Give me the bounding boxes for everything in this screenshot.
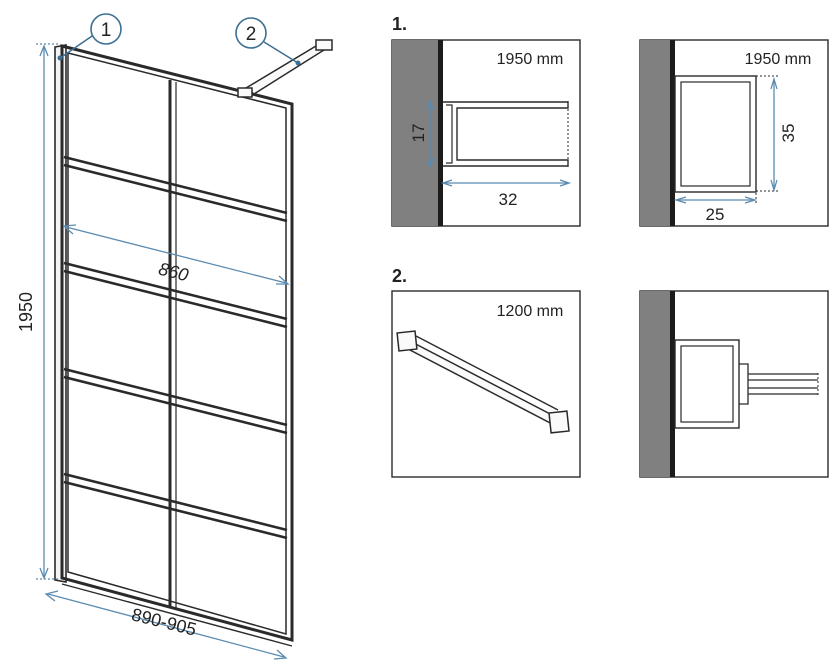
panel-crossbars [63,155,288,540]
detail-1-right: 35 25 1950 mm [639,39,829,227]
callout-1-label: 1 [101,20,112,41]
panel-inner-frame [67,52,287,635]
callout-2-label: 2 [246,24,257,45]
callout-1: 1 [57,13,122,61]
detail-1-left: 17 32 1950 mm [391,39,581,227]
detail-1-left-length: 1950 mm [497,51,564,68]
inner-width-value: 860 [157,259,191,286]
panel-outer-frame [60,44,294,642]
height-value: 1950 [16,292,36,332]
section-2-label: 2. [392,266,407,286]
detail-2-right [639,290,829,478]
outer-width-dimension: 890-905 [44,590,288,660]
section-1-label: 1. [392,14,407,34]
detail-1-left-height: 17 [409,124,428,143]
glass-panel [54,44,294,647]
detail-1-right-length: 1950 mm [745,51,812,68]
height-dimension: 1950 [16,43,58,580]
detail-2-left: 1200 mm [391,290,581,478]
callout-2: 2 [235,17,301,66]
detail-1-right-depth: 25 [706,205,725,224]
detail-2-left-length: 1200 mm [497,303,564,320]
detail-1-left-depth: 32 [499,190,518,209]
detail-1-right-height: 35 [779,124,798,143]
outer-width-value: 890-905 [130,604,199,639]
